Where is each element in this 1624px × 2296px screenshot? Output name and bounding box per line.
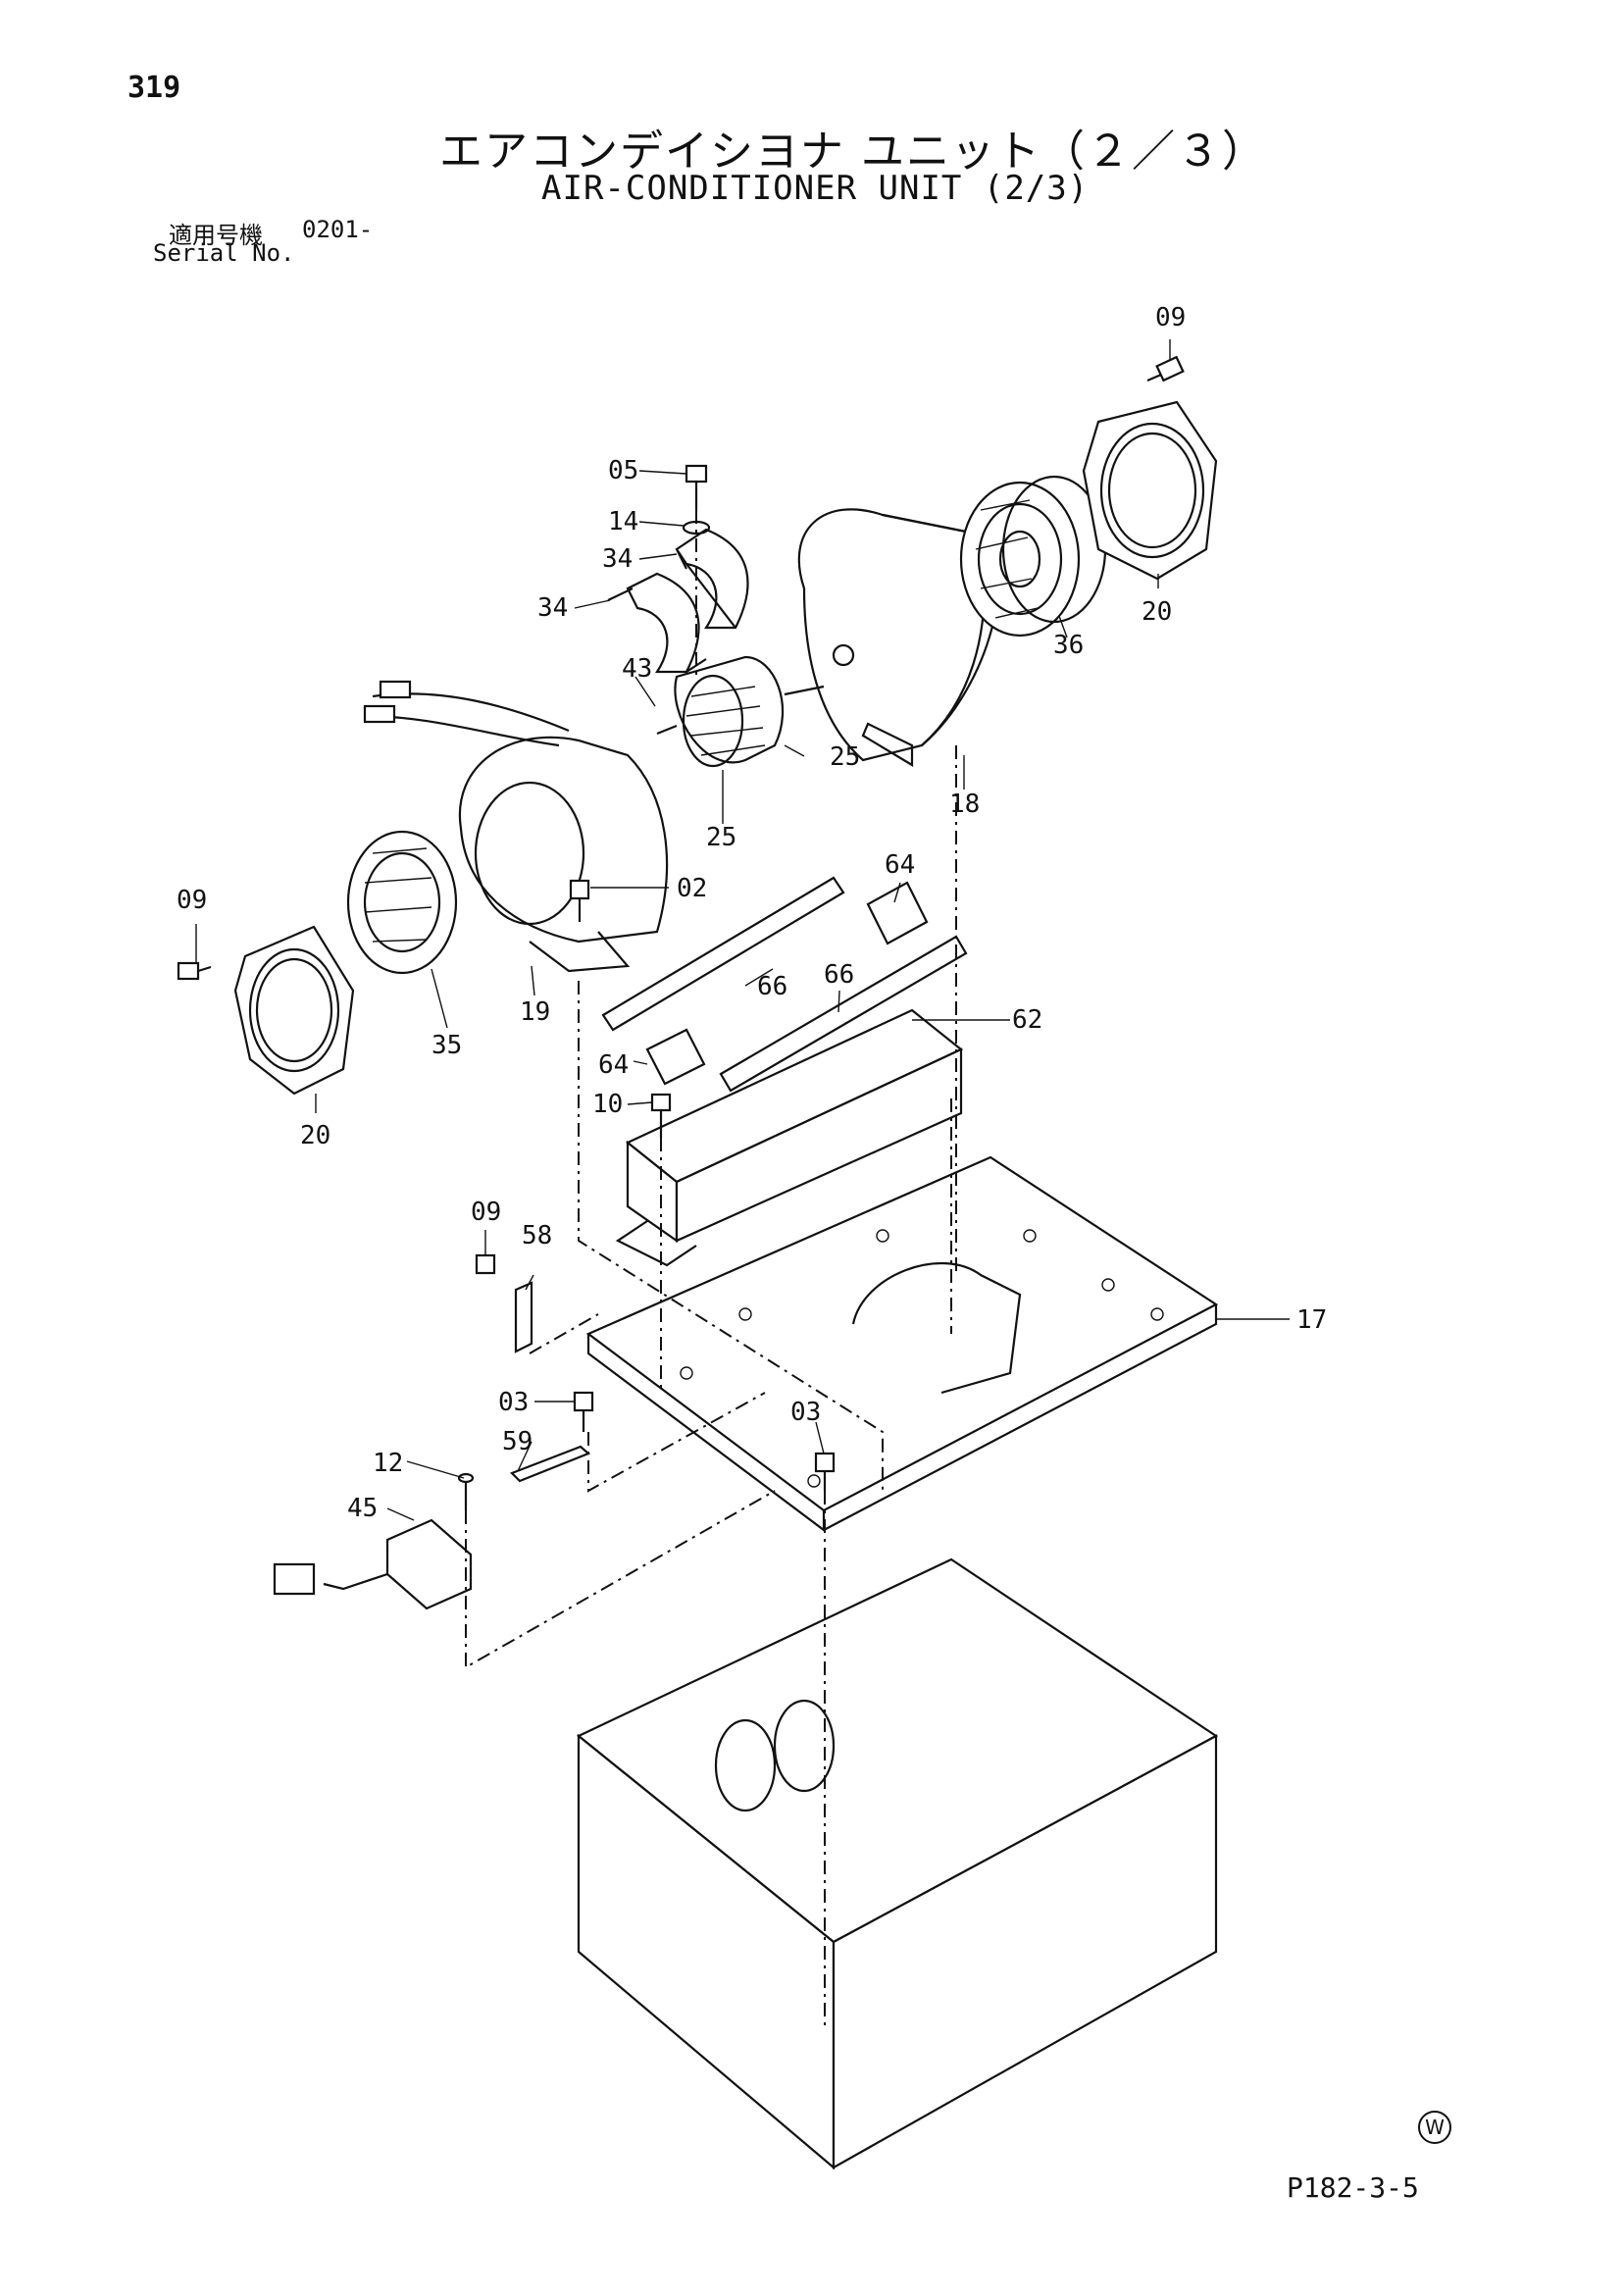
right-cover-ring xyxy=(1082,400,1218,581)
callout-36: 36 xyxy=(1053,631,1084,660)
callout-64-upper: 64 xyxy=(885,850,915,880)
callout-17: 17 xyxy=(1296,1305,1327,1335)
bracket-58 xyxy=(514,1281,533,1353)
callout-20-left: 20 xyxy=(300,1121,330,1150)
left-screw xyxy=(177,961,212,981)
bolt-03-right xyxy=(814,1452,836,1491)
sponge-66-lower xyxy=(719,935,968,1093)
callout-35: 35 xyxy=(431,1031,462,1060)
serial-value: 0201- xyxy=(302,216,374,243)
callout-labels: 09 05 14 34 34 43 25 25 20 36 18 09 02 6… xyxy=(177,303,1327,1523)
right-blower-housing xyxy=(797,508,999,767)
sponge-66-upper xyxy=(601,876,845,1032)
bolt-03-left xyxy=(573,1391,594,1432)
screw-12 xyxy=(457,1472,475,1510)
callout-leaders xyxy=(195,339,1290,1521)
serial-label-english: Serial No. xyxy=(153,239,295,267)
callout-34-upper: 34 xyxy=(602,544,633,574)
sponge-64-lower xyxy=(645,1028,706,1086)
callout-45: 45 xyxy=(347,1494,378,1523)
callout-25-right: 25 xyxy=(830,742,860,772)
callout-66-left: 66 xyxy=(757,972,787,1001)
bolt-09-lower xyxy=(475,1253,496,1275)
callout-09-lower: 09 xyxy=(471,1198,501,1227)
callout-59: 59 xyxy=(502,1427,533,1456)
page-title-english: AIR-CONDITIONER UNIT (2/3) xyxy=(541,169,1090,208)
page-title-japanese: エアコンデイシヨナ ユニット（２／３） xyxy=(439,127,1267,177)
watermark-w-icon: W xyxy=(1418,2111,1451,2144)
callout-10: 10 xyxy=(592,1090,623,1119)
assembly-lines xyxy=(465,510,957,2030)
resistor-unit xyxy=(273,1518,473,1610)
sponge-64-upper xyxy=(866,881,929,945)
callout-25-bottom: 25 xyxy=(706,823,736,852)
callout-03-left: 03 xyxy=(498,1388,529,1417)
lower-case xyxy=(576,1557,1219,2170)
left-cover-ring xyxy=(233,925,355,1096)
callout-64-lower: 64 xyxy=(598,1050,629,1080)
left-blower-housing xyxy=(458,736,669,973)
callout-62: 62 xyxy=(1012,1005,1042,1035)
callout-03-right: 03 xyxy=(790,1398,821,1427)
duct-bracket-62 xyxy=(615,1008,964,1267)
drawing-code: P182-3-5 xyxy=(1287,2171,1419,2204)
base-plate xyxy=(585,1155,1219,1533)
page-number: 319 xyxy=(127,71,181,105)
callout-05: 05 xyxy=(608,456,638,485)
callout-18: 18 xyxy=(949,790,980,819)
motor-clamp-lower xyxy=(607,572,707,674)
callout-34-lower: 34 xyxy=(537,593,568,623)
left-fan-wheel xyxy=(346,830,458,975)
motor-clamp-upper xyxy=(675,528,749,630)
callout-09-left: 09 xyxy=(177,886,207,915)
callout-09-top: 09 xyxy=(1155,303,1186,332)
callout-20-right: 20 xyxy=(1142,597,1172,627)
callout-14: 14 xyxy=(608,507,638,536)
right-fan-wheel xyxy=(959,475,1107,638)
serial-label-japanese: 適用号機 xyxy=(169,222,263,249)
right-screw xyxy=(1146,355,1185,383)
bolt-02 xyxy=(569,879,590,922)
callout-12: 12 xyxy=(373,1449,403,1478)
callout-19: 19 xyxy=(520,997,550,1027)
bolt-05 xyxy=(685,464,708,510)
callout-58: 58 xyxy=(522,1221,552,1250)
callout-66-right: 66 xyxy=(824,960,854,990)
callout-02: 02 xyxy=(677,874,707,903)
callout-43: 43 xyxy=(622,654,652,684)
blower-motor xyxy=(656,655,825,768)
wire-harness xyxy=(363,680,570,747)
